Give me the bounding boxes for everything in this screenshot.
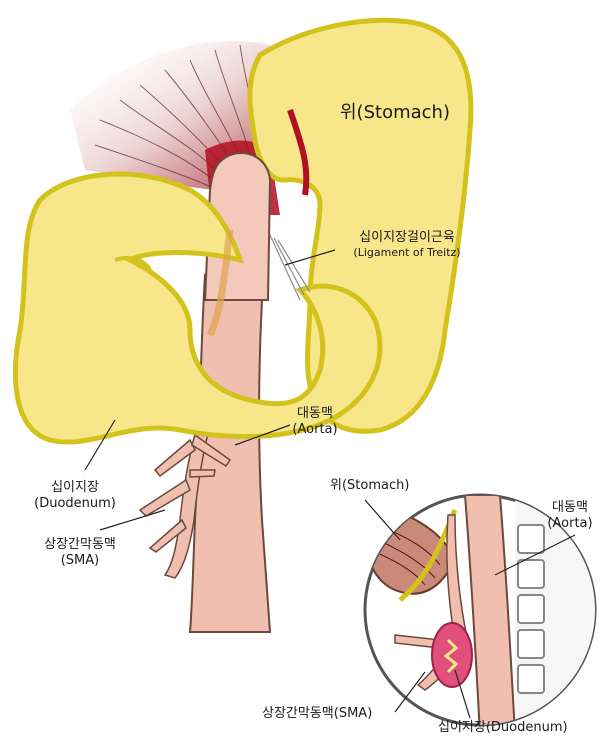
inset-duodenum-label: 십이지장(Duodenum): [438, 720, 568, 735]
sma-label-ko: 상장간막동맥: [44, 537, 116, 552]
inset-cross-section: [363, 493, 597, 727]
sma-label-en: (SMA): [60, 553, 100, 568]
aorta-label-en: (Aorta): [292, 422, 338, 437]
inset-aorta-label: 대동맥 (Aorta): [535, 500, 600, 532]
duodenum-label: 십이지장 (Duodenum): [20, 480, 130, 512]
stomach: [247, 17, 474, 434]
stomach-label: 위(Stomach): [340, 102, 450, 123]
inset-aorta-label-ko: 대동맥: [552, 500, 588, 515]
inset-aorta-label-en: (Aorta): [547, 516, 593, 531]
duodenum-label-ko: 십이지장: [51, 480, 99, 495]
inset-sma-label: 상장간막동맥(SMA): [262, 706, 373, 721]
esophagus: [203, 151, 272, 301]
aorta-label-ko: 대동맥: [297, 406, 333, 421]
ligament-of-treitz: [269, 234, 311, 301]
ligament-of-treitz-label-ko: 십이지장걸이근육: [359, 230, 455, 245]
sma-branches: [138, 383, 232, 579]
sma-label: 상장간막동맥 (SMA): [25, 537, 135, 569]
inset-stomach-label: 위(Stomach): [330, 478, 410, 493]
duodenum-label-en: (Duodenum): [34, 496, 116, 511]
ligament-of-treitz-label-en: (Ligament of Treitz): [353, 246, 461, 259]
leader-lines: [84, 249, 336, 531]
ligament-of-treitz-label: 십이지장걸이근육 (Ligament of Treitz): [322, 230, 492, 260]
duodenum: [13, 171, 383, 445]
aorta-label: 대동맥 (Aorta): [275, 406, 355, 438]
